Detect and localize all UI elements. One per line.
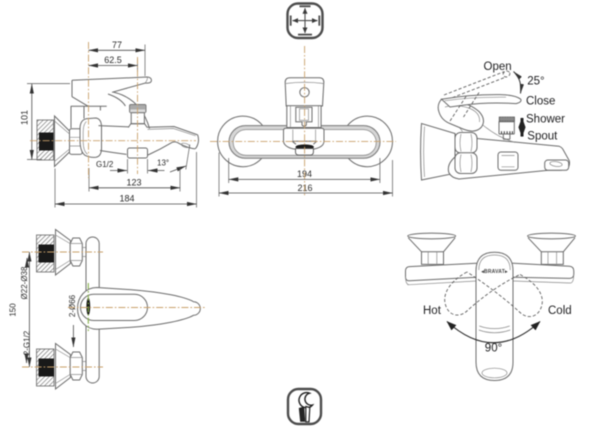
svg-text:Shower: Shower (526, 114, 565, 126)
svg-text:123: 123 (126, 177, 141, 187)
svg-text:Spout: Spout (527, 130, 558, 142)
svg-text:Hot: Hot (423, 305, 442, 317)
svg-text:77: 77 (112, 40, 122, 50)
svg-text:Ø22-Ø38: Ø22-Ø38 (20, 266, 29, 299)
svg-text:Open: Open (484, 61, 512, 73)
svg-text:2-Ø66: 2-Ø66 (68, 294, 77, 317)
svg-text:13°: 13° (157, 159, 169, 168)
svg-text:2-G1/2: 2-G1/2 (23, 330, 32, 355)
svg-text:150: 150 (9, 303, 18, 317)
svg-text:25°: 25° (527, 76, 544, 88)
svg-text:Close: Close (526, 95, 555, 107)
svg-text:62.5: 62.5 (104, 55, 122, 65)
svg-text:G1/2: G1/2 (96, 160, 114, 169)
svg-text:90°: 90° (485, 343, 502, 355)
svg-text:101: 101 (20, 110, 30, 125)
svg-text:◂BRAVAT▸: ◂BRAVAT▸ (480, 269, 508, 275)
svg-text:Cold: Cold (548, 305, 572, 317)
svg-text:184: 184 (119, 193, 134, 203)
